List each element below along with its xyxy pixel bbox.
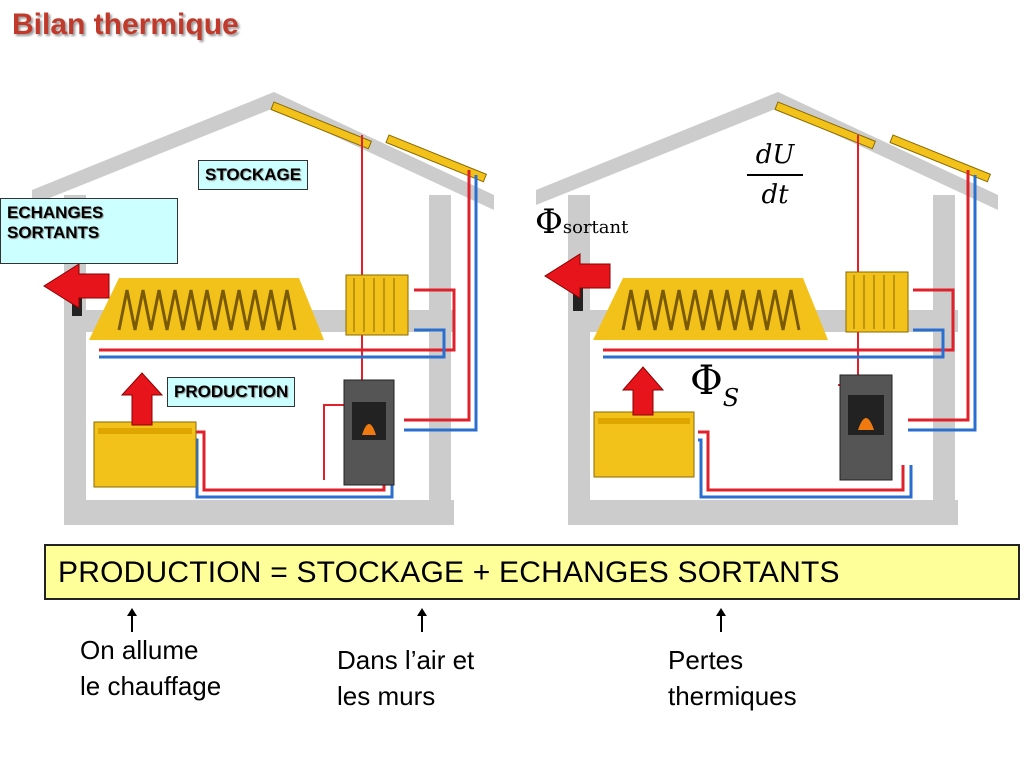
arrow-up-icon: [417, 608, 427, 632]
dt-denominator: dt: [761, 180, 789, 210]
note-stockage: Dans l’air et les murs: [337, 642, 474, 715]
echanges-label-line2: SORTANTS: [7, 222, 100, 242]
equation-text: PRODUCTION = STOCKAGE + ECHANGES SORTANT…: [58, 556, 840, 589]
s-subscript: S: [722, 384, 740, 412]
equation-box: PRODUCTION = STOCKAGE + ECHANGES SORTANT…: [44, 544, 1020, 600]
note-line: Dans l’air et: [337, 645, 475, 675]
phi-symbol: Φ: [690, 358, 723, 404]
production-label: PRODUCTION: [167, 377, 296, 407]
phi-sortant-symbol: Φsortant: [535, 202, 628, 242]
note-line: le chauffage: [80, 671, 222, 702]
note-line: On allume: [80, 635, 199, 665]
house-illustration-right: [536, 92, 998, 525]
note-production: On allume le chauffage: [80, 632, 221, 705]
du-dt-fraction: dU dt: [745, 140, 805, 210]
echanges-label-line1: ECHANGES: [7, 203, 104, 222]
arrow-up-icon: [127, 608, 137, 632]
phi-symbol: Φ: [535, 202, 563, 242]
note-echanges: Pertes thermiques: [668, 642, 797, 715]
note-line: thermiques: [668, 681, 797, 712]
echanges-sortants-label: ECHANGES SORTANTS: [0, 198, 178, 264]
du-numerator: dU: [755, 140, 795, 170]
note-line: les murs: [337, 681, 436, 712]
stockage-label: STOCKAGE: [198, 160, 309, 190]
house-illustration-left: [32, 92, 494, 525]
note-line: Pertes: [668, 645, 744, 675]
fraction-bar: [747, 174, 803, 176]
phi-s-symbol: ΦS: [690, 358, 739, 412]
arrow-up-icon: [716, 608, 726, 632]
sortant-subscript: sortant: [562, 217, 629, 238]
slide-title: Bilan thermique: [12, 8, 239, 41]
